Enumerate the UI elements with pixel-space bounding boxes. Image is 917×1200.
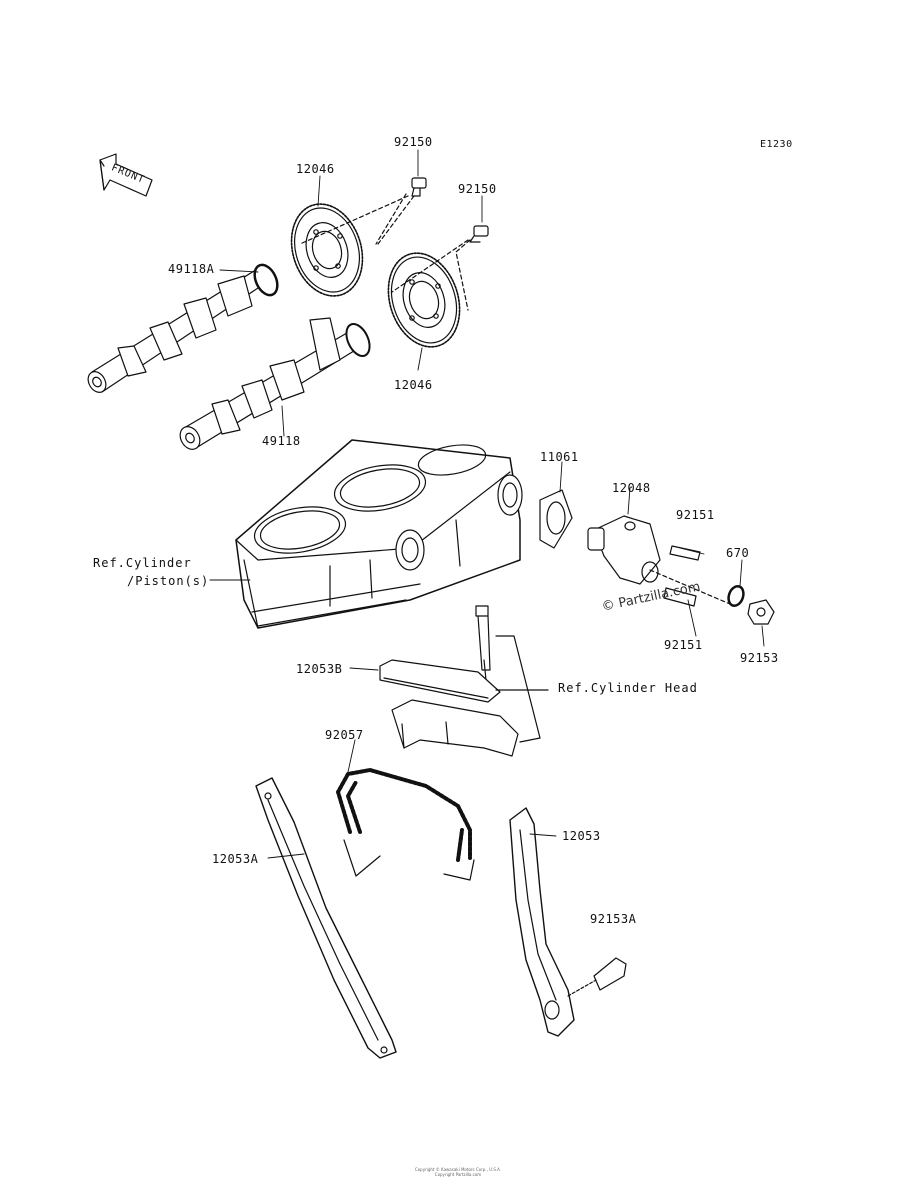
bolt-92150-upper	[411, 177, 427, 197]
ref-cylinder-label: Ref.Cylinder	[93, 556, 192, 570]
cap-nut-92153	[747, 599, 775, 625]
part-label-92153: 92153	[740, 651, 779, 665]
cam-sprocket-lower	[387, 252, 461, 348]
cam-sprocket-upper	[290, 203, 364, 297]
part-label-92150-upper: 92150	[394, 135, 433, 149]
timing-chain-92057	[336, 768, 472, 862]
bolt-92151-upper	[669, 545, 701, 561]
part-label-670: 670	[726, 546, 750, 560]
part-label-12046-upper: 12046	[296, 162, 335, 176]
footer-copyright: Copyright © Kawasaki Motors Corp., U.S.A…	[308, 1167, 608, 1177]
chain-tensioner-12048	[587, 515, 661, 585]
chain-guide-12053	[509, 807, 575, 1037]
bolt-92150-lower	[469, 225, 489, 243]
camshaft-49118A	[87, 263, 279, 393]
part-label-12053A: 12053A	[212, 852, 259, 866]
chain-guide-12053A	[255, 777, 397, 1059]
part-label-12053: 12053	[562, 829, 601, 843]
camshaft-49118	[179, 317, 371, 450]
part-label-92150-lower: 92150	[458, 182, 497, 196]
gasket-11061	[539, 489, 573, 549]
part-label-49118: 49118	[262, 434, 301, 448]
ref-piston-label: /Piston(s)	[127, 574, 210, 588]
part-label-92057: 92057	[325, 728, 364, 742]
footer-line: Copyright © Kawasaki Motors Corp., U.S.A…	[414, 1167, 502, 1172]
stud-bolt	[475, 605, 491, 681]
chain-guide-12053B	[379, 659, 501, 703]
part-label-12053B: 12053B	[296, 662, 343, 676]
cylinder-head	[235, 439, 523, 629]
footer-line: Copyright Partzilla.com	[434, 1172, 482, 1177]
part-label-92153A: 92153A	[590, 912, 637, 926]
front-arrow-icon: FRONT	[99, 153, 153, 197]
bolt-92153A	[567, 957, 627, 997]
part-label-12046-lower: 12046	[394, 378, 433, 392]
ref-cylinder-head-label: Ref.Cylinder Head	[558, 681, 698, 695]
o-ring-670	[727, 585, 745, 607]
chain-guide-lower-block	[391, 699, 519, 757]
leader-lines	[209, 149, 765, 859]
diagram-id: E1230	[760, 139, 793, 150]
part-label-92151-lower: 92151	[664, 638, 703, 652]
part-label-92151-upper: 92151	[676, 508, 715, 522]
part-label-11061: 11061	[540, 450, 579, 464]
part-label-49118A: 49118A	[168, 262, 215, 276]
part-label-12048: 12048	[612, 481, 651, 495]
